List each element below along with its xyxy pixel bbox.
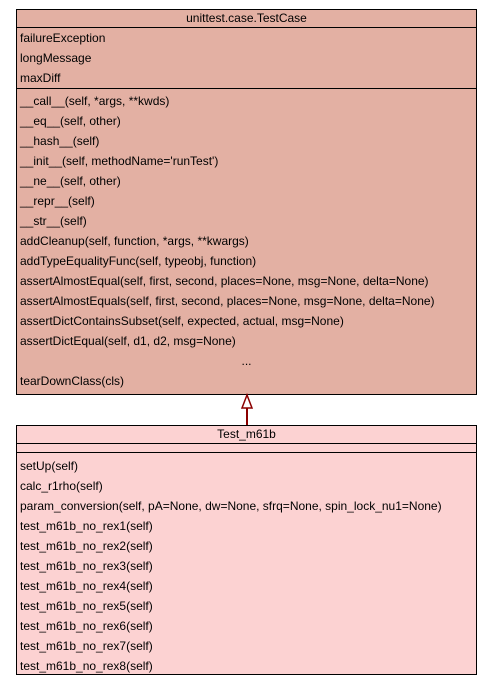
method-item: assertAlmostEqual(self, first, second, p… — [20, 274, 429, 288]
method-item: __eq__(self, other) — [20, 114, 121, 128]
method-item: calc_r1rho(self) — [20, 479, 103, 493]
method-item: tearDownClass(cls) — [20, 374, 125, 388]
method-item: __ne__(self, other) — [20, 174, 121, 188]
class-box-testcase[interactable]: unittest.case.TestCase failureException … — [16, 9, 477, 395]
method-item: __call__(self, *args, **kwds) — [20, 94, 170, 108]
method-item: __str__(self) — [20, 214, 87, 228]
attribute-item: longMessage — [20, 51, 92, 65]
attributes-section: failureException longMessage maxDiff — [17, 28, 476, 89]
methods-section: setUp(self) calc_r1rho(self) param_conve… — [17, 456, 476, 676]
method-item: test_m61b_no_rex3(self) — [20, 559, 153, 573]
method-item: assertAlmostEquals(self, first, second, … — [20, 294, 435, 308]
attribute-item: maxDiff — [20, 71, 61, 85]
method-item: assertDictContainsSubset(self, expected,… — [20, 314, 344, 328]
method-item: __hash__(self) — [20, 134, 100, 148]
ellipsis: ... — [241, 354, 252, 368]
method-item: param_conversion(self, pA=None, dw=None,… — [20, 499, 442, 513]
method-item: test_m61b_no_rex2(self) — [20, 539, 153, 553]
inheritance-arrowhead-icon — [240, 392, 254, 409]
method-item: setUp(self) — [20, 459, 79, 473]
method-item: __repr__(self) — [20, 194, 95, 208]
method-item: assertDictEqual(self, d1, d2, msg=None) — [20, 334, 236, 348]
method-item: test_m61b_no_rex4(self) — [20, 579, 153, 593]
attributes-section-empty — [17, 444, 476, 453]
attribute-item: failureException — [20, 31, 106, 45]
method-item: __init__(self, methodName='runTest') — [20, 154, 219, 168]
class-title: unittest.case.TestCase — [17, 10, 476, 28]
method-item: test_m61b_no_rex8(self) — [20, 659, 153, 673]
method-item: addTypeEqualityFunc(self, typeobj, funct… — [20, 254, 257, 268]
method-item: test_m61b_no_rex7(self) — [20, 639, 153, 653]
method-item: test_m61b_no_rex1(self) — [20, 519, 153, 533]
class-box-test-m61b[interactable]: Test_m61b setUp(self) calc_r1rho(self) p… — [16, 425, 477, 675]
method-item: addCleanup(self, function, *args, **kwar… — [20, 234, 249, 248]
method-item: test_m61b_no_rex6(self) — [20, 619, 153, 633]
methods-section: __call__(self, *args, **kwds) __eq__(sel… — [17, 89, 476, 391]
class-title: Test_m61b — [17, 426, 476, 444]
method-item: test_m61b_no_rex5(self) — [20, 599, 153, 613]
